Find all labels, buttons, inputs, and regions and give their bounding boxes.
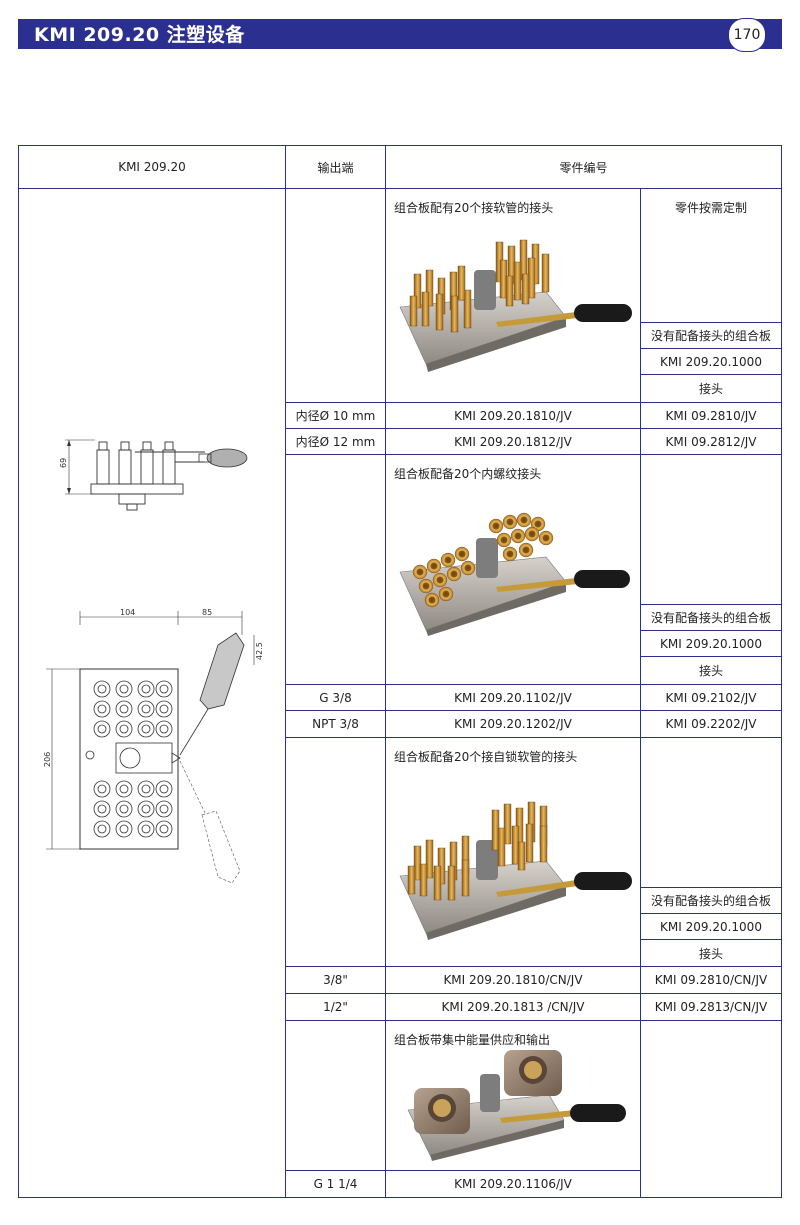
plate-label-cell: 没有配备接头的组合板 bbox=[640, 604, 782, 631]
group-4-caption: 组合板带集中能量供应和输出 bbox=[394, 1033, 551, 1047]
product-photo-self-lock-fittings bbox=[399, 801, 632, 940]
fitting-number-cell: KMI 09.2202/JV bbox=[640, 710, 782, 738]
group-1-custom-cell: 零件按需定制 bbox=[640, 188, 782, 323]
fitting-number-cell: KMI 09.2810/JV bbox=[640, 402, 782, 429]
dim-height-label: 69 bbox=[59, 458, 68, 468]
part-number-cell: KMI 209.20.1813 /CN/JV bbox=[385, 993, 641, 1021]
col-header-model: KMI 209.20 bbox=[18, 145, 286, 189]
part-number-cell: KMI 209.20.1202/JV bbox=[385, 710, 641, 738]
fitting-number-cell: KMI 09.2810/CN/JV bbox=[640, 966, 782, 994]
group-1-caption: 组合板配有20个接软管的接头 bbox=[394, 201, 554, 215]
outlet-cell: NPT 3/8 bbox=[285, 710, 386, 738]
dim-width-label: 104 bbox=[120, 608, 135, 617]
part-number-cell: KMI 209.20.1810/JV bbox=[385, 402, 641, 429]
outlet-blank-cell bbox=[285, 188, 386, 403]
fitting-number-cell: KMI 09.2812/JV bbox=[640, 428, 782, 455]
product-photo-thread-fittings bbox=[399, 512, 630, 636]
page-title: KMI 209.20 注塑设备 bbox=[34, 24, 245, 46]
fitting-number-cell: KMI 09.2813/CN/JV bbox=[640, 993, 782, 1021]
part-number-cell: KMI 209.20.1810/CN/JV bbox=[385, 966, 641, 994]
dim-offset-label: 42.5 bbox=[255, 642, 264, 660]
dim-handle-label: 85 bbox=[202, 608, 212, 617]
part-number-cell: KMI 209.20.1812/JV bbox=[385, 428, 641, 455]
part-number-cell: KMI 209.20.1106/JV bbox=[385, 1170, 641, 1198]
fitting-label-cell: 接头 bbox=[640, 374, 782, 403]
product-photo-hose-fittings bbox=[399, 239, 632, 372]
blank-cell bbox=[640, 454, 782, 605]
outlet-blank-cell bbox=[285, 737, 386, 967]
col-header-outlet: 输出端 bbox=[285, 145, 386, 189]
fitting-label-cell: 接头 bbox=[640, 939, 782, 967]
technical-drawing-side-view: 69 bbox=[59, 439, 248, 511]
plate-code-cell: KMI 209.20.1000 bbox=[640, 630, 782, 657]
blank-cell bbox=[640, 1020, 782, 1198]
outlet-blank-cell bbox=[285, 454, 386, 685]
outlet-cell: G 3/8 bbox=[285, 684, 386, 711]
group-2-caption: 组合板配备20个内螺纹接头 bbox=[394, 467, 542, 481]
custom-label: 零件按需定制 bbox=[674, 201, 747, 215]
plate-label-cell: 没有配备接头的组合板 bbox=[640, 322, 782, 349]
plate-label-cell: 没有配备接头的组合板 bbox=[640, 887, 782, 914]
product-photo-central-supply bbox=[407, 1050, 626, 1161]
col-header-part-no: 零件编号 bbox=[385, 145, 782, 189]
drawing-cell bbox=[18, 188, 286, 1198]
outlet-cell: 1/2" bbox=[285, 993, 386, 1021]
fitting-number-cell: KMI 09.2102/JV bbox=[640, 684, 782, 711]
header-bar bbox=[18, 19, 782, 49]
outlet-cell: 3/8" bbox=[285, 966, 386, 994]
outlet-cell: 内径Ø 10 mm bbox=[285, 402, 386, 429]
part-number-cell: KMI 209.20.1102/JV bbox=[385, 684, 641, 711]
plate-code-cell: KMI 209.20.1000 bbox=[640, 913, 782, 940]
fitting-label-cell: 接头 bbox=[640, 656, 782, 685]
page-number-badge: 170 bbox=[728, 18, 766, 52]
outlet-blank-cell bbox=[285, 1020, 386, 1171]
outlet-cell: G 1 1/4 bbox=[285, 1170, 386, 1198]
outlet-cell: 内径Ø 12 mm bbox=[285, 428, 386, 455]
technical-drawing-top-view: 104 85 42.5 206 bbox=[43, 608, 264, 884]
dim-length-label: 206 bbox=[43, 752, 52, 767]
blank-cell bbox=[640, 737, 782, 888]
group-3-caption: 组合板配备20个接自锁软管的接头 bbox=[394, 750, 578, 764]
plate-code-cell: KMI 209.20.1000 bbox=[640, 348, 782, 375]
